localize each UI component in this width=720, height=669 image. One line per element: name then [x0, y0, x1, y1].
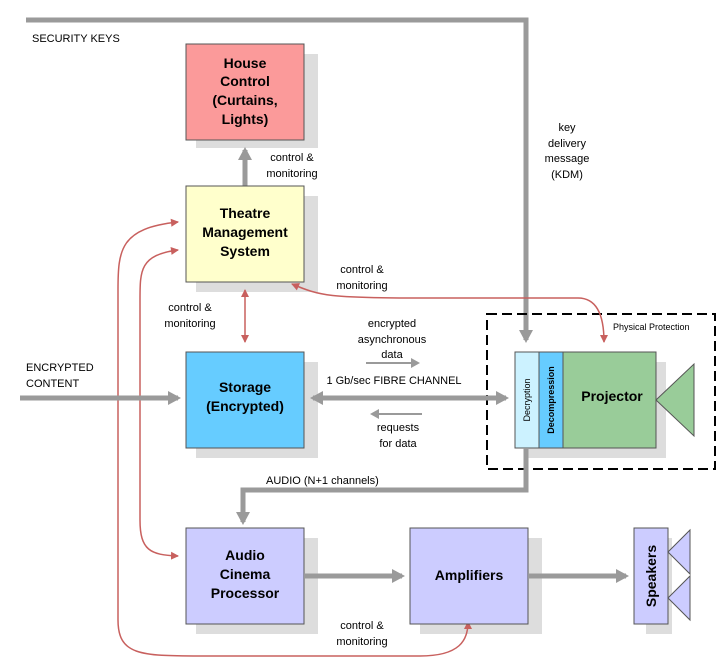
- svg-text:Control: Control: [220, 73, 270, 89]
- svg-text:System: System: [220, 243, 270, 259]
- svg-text:Lights): Lights): [222, 111, 269, 127]
- encrypted-content-label: ENCRYPTED CONTENT: [26, 362, 94, 390]
- decryption-box: Decryption: [514, 351, 540, 449]
- svg-text:(KDM): (KDM): [551, 169, 583, 181]
- svg-text:Theatre: Theatre: [220, 205, 271, 221]
- amplifiers-monitoring-label: control & monitoring: [336, 620, 387, 648]
- svg-text:delivery: delivery: [548, 138, 586, 150]
- encrypted-async-label: encrypted asynchronous data: [358, 318, 427, 361]
- tms-amplifiers-link: [117, 218, 472, 657]
- svg-text:Projector: Projector: [581, 388, 643, 404]
- svg-text:control &: control &: [270, 152, 314, 164]
- tms-audio-processor-link: [139, 246, 179, 560]
- svg-text:key: key: [558, 122, 576, 134]
- svg-text:asynchronous: asynchronous: [358, 334, 427, 346]
- projector-lens: [655, 362, 695, 438]
- storage-box: Storage (Encrypted): [185, 351, 305, 449]
- svg-text:Cinema: Cinema: [220, 566, 271, 582]
- speaker-cone-bottom: [667, 574, 691, 622]
- svg-text:message: message: [545, 153, 590, 165]
- svg-text:requests: requests: [377, 422, 420, 434]
- decompression-box: Decompression: [538, 351, 564, 449]
- audio-processor-box: Audio Cinema Processor: [185, 527, 305, 625]
- svg-text:data: data: [381, 349, 403, 361]
- tms-projector-link: [291, 283, 608, 343]
- fibre-channel-label: 1 Gb/sec FIBRE CHANNEL: [326, 375, 461, 387]
- svg-text:Decompression: Decompression: [546, 366, 556, 434]
- svg-text:monitoring: monitoring: [266, 168, 317, 180]
- svg-text:(Curtains,: (Curtains,: [212, 92, 277, 108]
- amplifiers-box: Amplifiers: [409, 527, 529, 625]
- svg-text:monitoring: monitoring: [336, 636, 387, 648]
- svg-text:Management: Management: [202, 224, 288, 240]
- projector-box: Projector: [562, 351, 695, 449]
- svg-text:House: House: [224, 55, 267, 71]
- svg-text:for data: for data: [379, 438, 417, 450]
- svg-text:Decryption: Decryption: [522, 378, 532, 421]
- svg-text:Processor: Processor: [211, 585, 280, 601]
- svg-text:encrypted: encrypted: [368, 318, 416, 330]
- svg-text:Audio: Audio: [225, 547, 265, 563]
- kdm-label: key delivery message (KDM): [545, 122, 590, 181]
- speaker-cone-top: [667, 528, 691, 576]
- audio-channels-line: [236, 448, 529, 525]
- speakers-box: Speakers: [633, 527, 691, 625]
- svg-text:control &: control &: [340, 264, 384, 276]
- house-control-box: House Control (Curtains, Lights): [185, 43, 305, 141]
- house-control-monitoring-label: control & monitoring: [266, 152, 317, 180]
- svg-text:monitoring: monitoring: [164, 318, 215, 330]
- svg-text:Amplifiers: Amplifiers: [435, 567, 504, 583]
- svg-text:control &: control &: [340, 620, 384, 632]
- tms-storage-monitoring-label: control & monitoring: [164, 302, 215, 330]
- security-keys-line: [26, 17, 533, 343]
- audio-channels-label: AUDIO (N+1 channels): [266, 475, 379, 487]
- svg-text:ENCRYPTED: ENCRYPTED: [26, 362, 94, 374]
- tms-box: Theatre Management System: [185, 185, 305, 283]
- svg-text:(Encrypted): (Encrypted): [206, 398, 284, 414]
- physical-protection-label: Physical Protection: [613, 322, 690, 332]
- svg-text:Speakers: Speakers: [643, 545, 659, 607]
- requests-label: requests for data: [377, 422, 420, 450]
- svg-text:control &: control &: [168, 302, 212, 314]
- svg-text:monitoring: monitoring: [336, 280, 387, 292]
- tms-projector-monitoring-label: control & monitoring: [336, 264, 387, 292]
- svg-text:Storage: Storage: [219, 379, 271, 395]
- security-keys-label: SECURITY KEYS: [32, 33, 120, 45]
- svg-text:CONTENT: CONTENT: [26, 378, 79, 390]
